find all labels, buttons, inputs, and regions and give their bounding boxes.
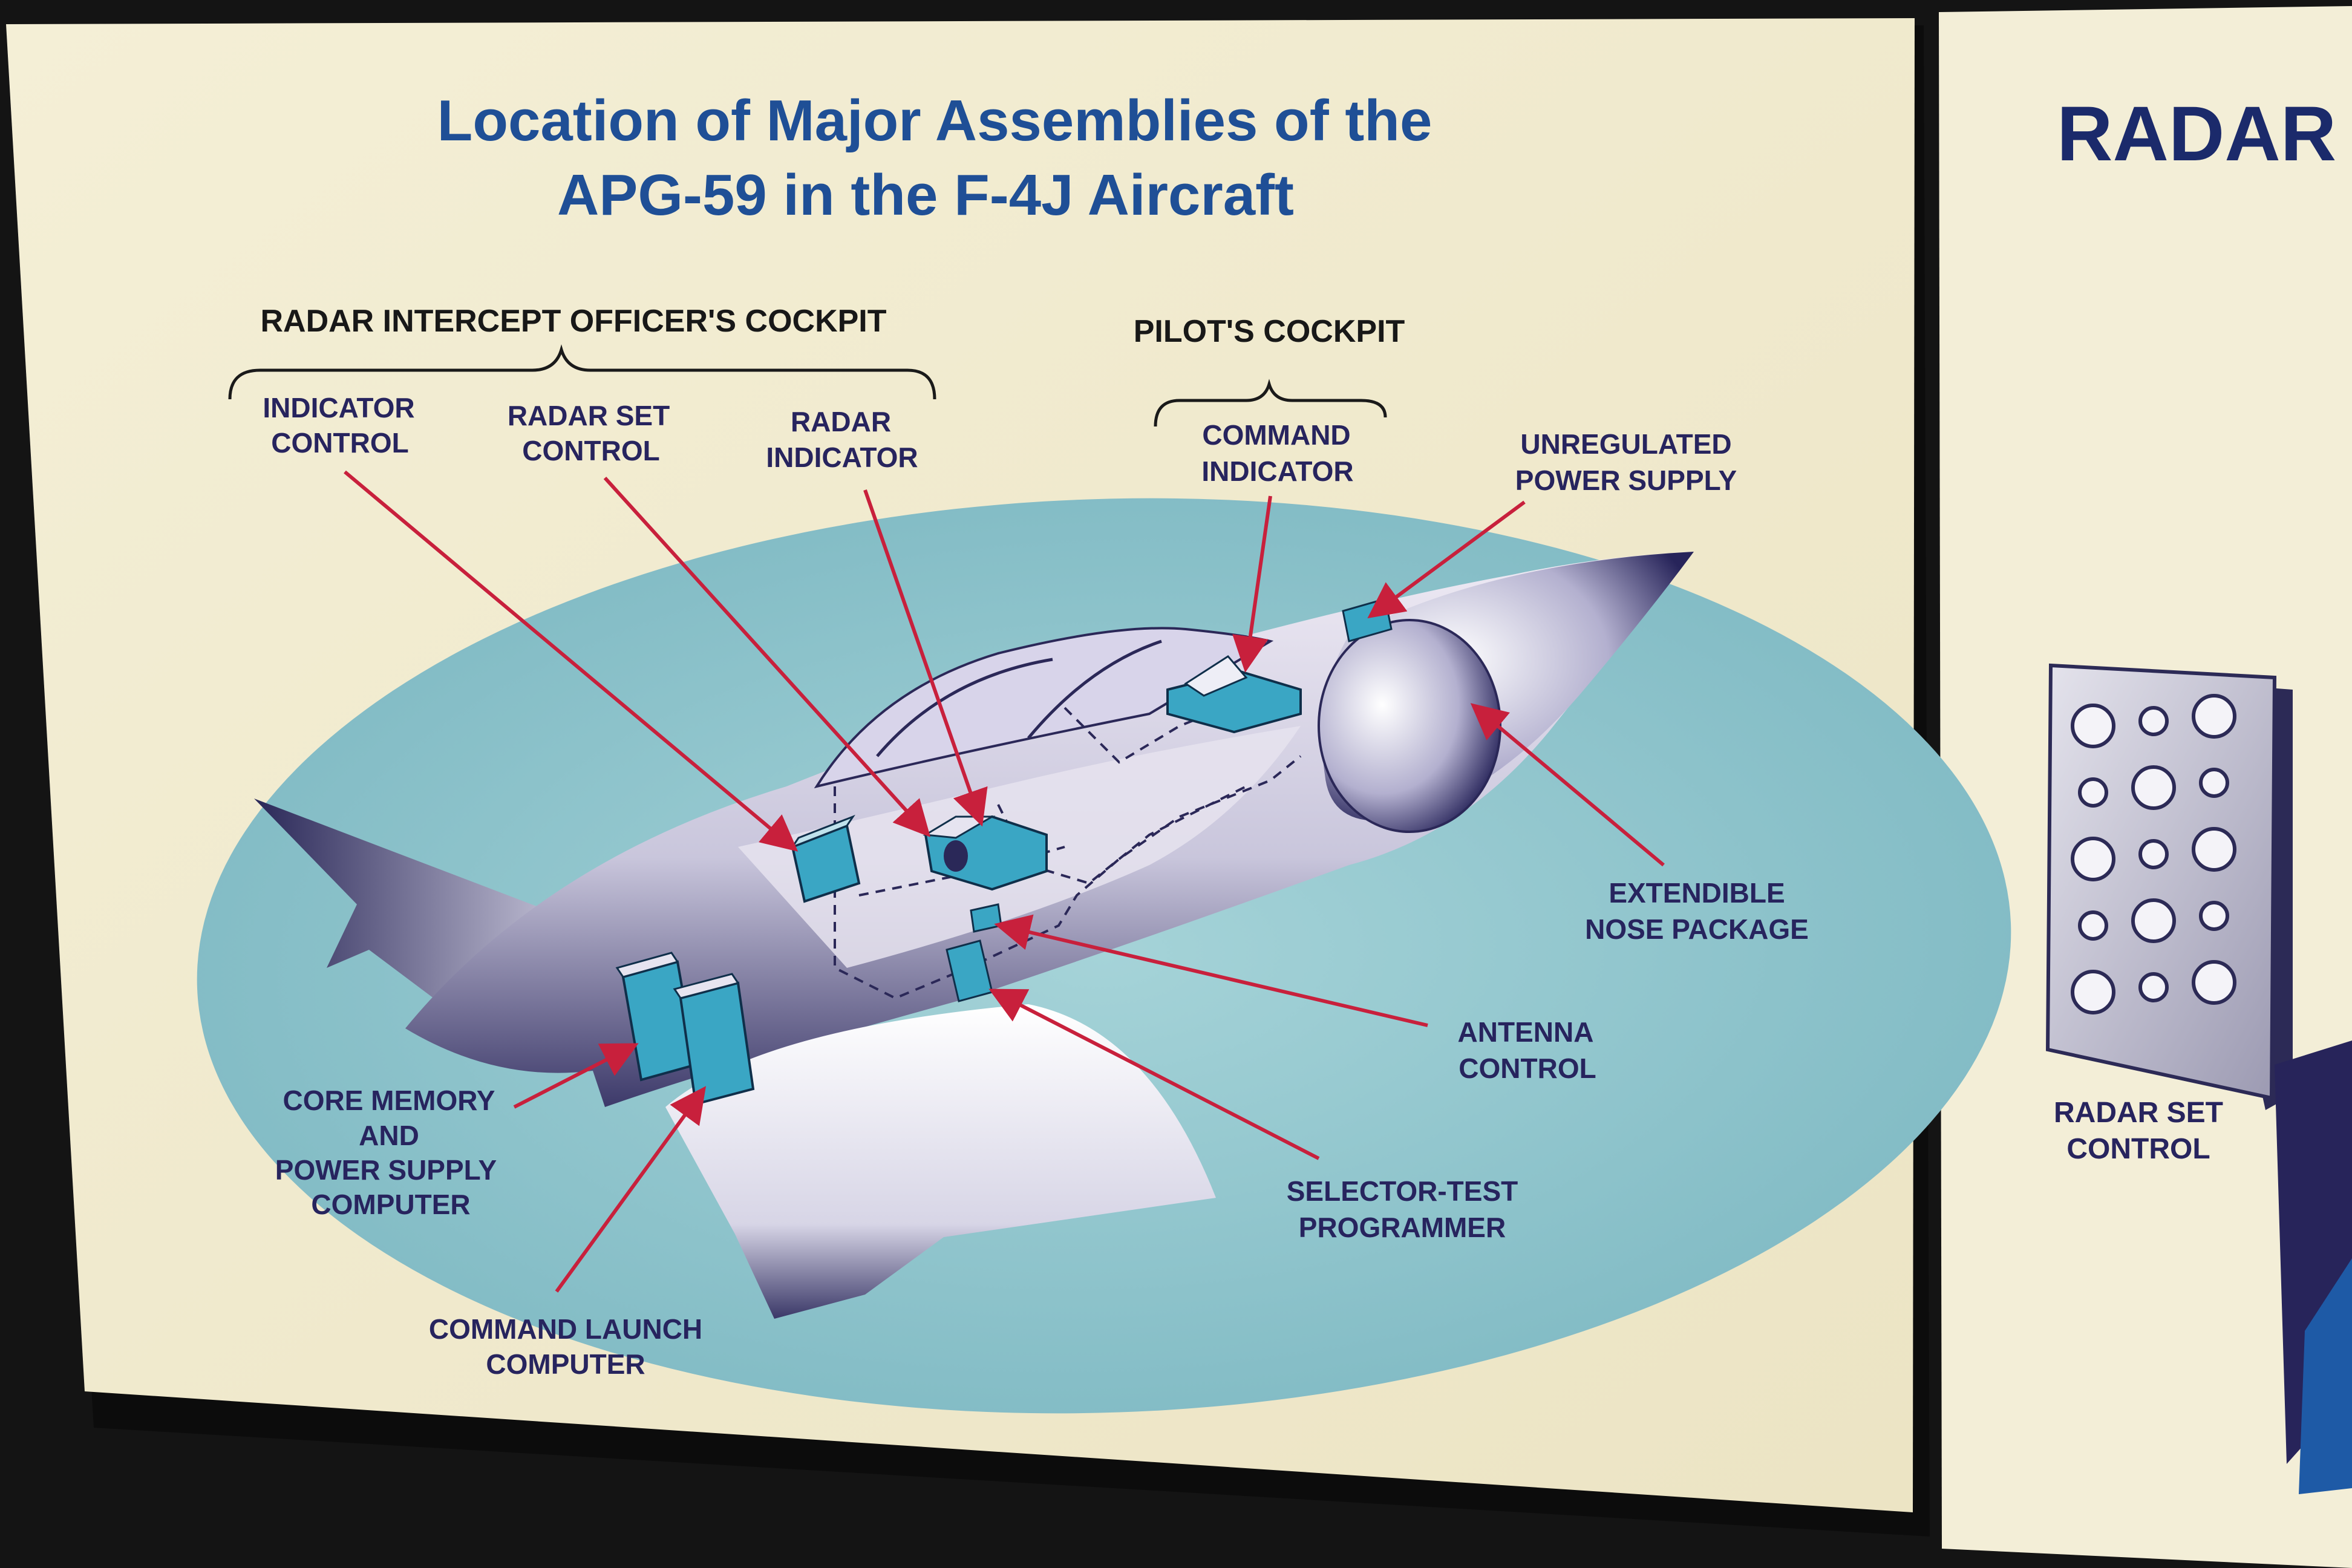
- side-poster-shape-2: [2299, 1258, 2352, 1494]
- svg-text:CORE MEMORY: CORE MEMORY: [283, 1085, 495, 1116]
- svg-text:AND: AND: [359, 1120, 419, 1151]
- panel-knob: [2131, 898, 2176, 943]
- pilot-cockpit-header: PILOT'S COCKPIT: [1134, 314, 1405, 349]
- radar-indicator-unit: [923, 815, 1048, 891]
- svg-text:INDICATOR: INDICATOR: [1201, 456, 1353, 487]
- label-antenna-control: ANTENNA CONTROL: [1458, 1016, 1596, 1084]
- side-panel-label-line1: RADAR SET: [2054, 1097, 2223, 1129]
- diagram-title-line2: APG-59 in the F-4J Aircraft: [557, 163, 1294, 227]
- svg-text:COMPUTER: COMPUTER: [311, 1189, 470, 1220]
- svg-text:INDICATOR: INDICATOR: [263, 392, 414, 423]
- panel-knobs: [2071, 694, 2236, 1014]
- side-radar-set-control-panel: [2045, 663, 2293, 1110]
- svg-text:INDICATOR: INDICATOR: [766, 442, 918, 473]
- label-extendible-nose-package: EXTENDIBLE NOSE PACKAGE: [1585, 877, 1809, 945]
- command-launch-computer-unit: [673, 973, 755, 1106]
- lower-wing: [665, 1004, 1216, 1319]
- rio-cockpit-header: RADAR INTERCEPT OFFICER'S COCKPIT: [260, 304, 886, 339]
- panel-knob: [2192, 827, 2236, 872]
- side-poster: RADAR I RADAR SET CONTROL: [1939, 6, 2352, 1568]
- panel-knob: [2078, 777, 2108, 808]
- label-command-launch-computer: COMMAND LAUNCH COMPUTER: [429, 1313, 702, 1380]
- label-indicator-control: INDICATOR CONTROL: [263, 392, 414, 459]
- panel-knob: [2131, 765, 2176, 810]
- indicator-control-unit: [790, 814, 861, 903]
- svg-text:RADAR SET: RADAR SET: [508, 400, 670, 431]
- pilot-cockpit-bracket: [1154, 379, 1387, 427]
- svg-text:RADAR: RADAR: [791, 406, 891, 437]
- label-selector-test-programmer: SELECTOR-TEST PROGRAMMER: [1287, 1175, 1518, 1243]
- panel-knob: [2138, 839, 2169, 869]
- svg-text:COMPUTER: COMPUTER: [486, 1348, 645, 1380]
- side-panel-label-line2: CONTROL: [2066, 1133, 2210, 1165]
- svg-text:COMMAND: COMMAND: [1202, 419, 1350, 451]
- svg-text:CONTROL: CONTROL: [522, 435, 659, 466]
- svg-text:PROGRAMMER: PROGRAMMER: [1299, 1212, 1506, 1243]
- panel-knob: [2192, 960, 2236, 1005]
- arrow-command-launch-computer: [555, 1086, 707, 1293]
- label-unregulated-power-supply: UNREGULATED POWER SUPPLY: [1515, 428, 1737, 496]
- canopy-frame: [876, 639, 1162, 757]
- diagram-title-line1: Location of Major Assemblies of the: [437, 88, 1432, 153]
- svg-text:EXTENDIBLE: EXTENDIBLE: [1609, 877, 1785, 909]
- arrow-radar-indicator: [863, 489, 988, 827]
- svg-text:COMMAND LAUNCH: COMMAND LAUNCH: [429, 1313, 702, 1345]
- label-radar-set-control: RADAR SET CONTROL: [508, 400, 670, 466]
- leader-lines: [344, 470, 1665, 1293]
- arrow-indicator-control: [344, 470, 799, 852]
- rio-cockpit-bracket: [228, 344, 936, 400]
- label-core-memory: CORE MEMORY AND POWER SUPPLY COMPUTER: [275, 1085, 497, 1220]
- panel-knob: [2192, 694, 2236, 739]
- svg-text:POWER SUPPLY: POWER SUPPLY: [1515, 465, 1737, 496]
- canopy: [814, 627, 1274, 789]
- svg-text:NOSE PACKAGE: NOSE PACKAGE: [1585, 913, 1809, 945]
- svg-text:UNREGULATED: UNREGULATED: [1520, 428, 1731, 460]
- panel-knob: [2199, 768, 2229, 798]
- f-4j-aircraft: [254, 552, 1694, 1319]
- arrow-radar-set-control: [603, 476, 931, 837]
- arrow-extendible-nose-package: [1470, 703, 1665, 867]
- side-poster-title: RADAR I: [2057, 91, 2352, 177]
- arrow-core-memory: [513, 1043, 639, 1109]
- label-command-indicator: COMMAND INDICATOR: [1201, 419, 1353, 487]
- arrow-command-indicator: [1232, 495, 1272, 673]
- labels: INDICATOR CONTROL RADAR SET CONTROL RADA…: [263, 392, 1809, 1380]
- arrow-unregulated-power-supply: [1367, 500, 1526, 619]
- radar-antenna-dish: [1318, 619, 1501, 833]
- svg-text:POWER SUPPLY: POWER SUPPLY: [275, 1154, 497, 1186]
- components: [615, 598, 1393, 1106]
- panel-knob: [2071, 970, 2115, 1014]
- arrow-selector-test-programmer: [988, 988, 1320, 1160]
- arrow-antenna-control: [994, 914, 1428, 1027]
- svg-text:CONTROL: CONTROL: [1459, 1053, 1596, 1084]
- svg-text:SELECTOR-TEST: SELECTOR-TEST: [1287, 1175, 1518, 1207]
- panel-knob: [2138, 706, 2169, 736]
- label-radar-indicator: RADAR INDICATOR: [766, 406, 918, 473]
- svg-text:CONTROL: CONTROL: [271, 427, 408, 459]
- panel-knob: [2071, 704, 2115, 748]
- svg-text:ANTENNA: ANTENNA: [1458, 1016, 1594, 1048]
- panel-knob: [2199, 901, 2229, 931]
- panel-knob: [2071, 837, 2115, 881]
- panel-knob: [2138, 972, 2169, 1002]
- panel-knob: [2078, 910, 2108, 941]
